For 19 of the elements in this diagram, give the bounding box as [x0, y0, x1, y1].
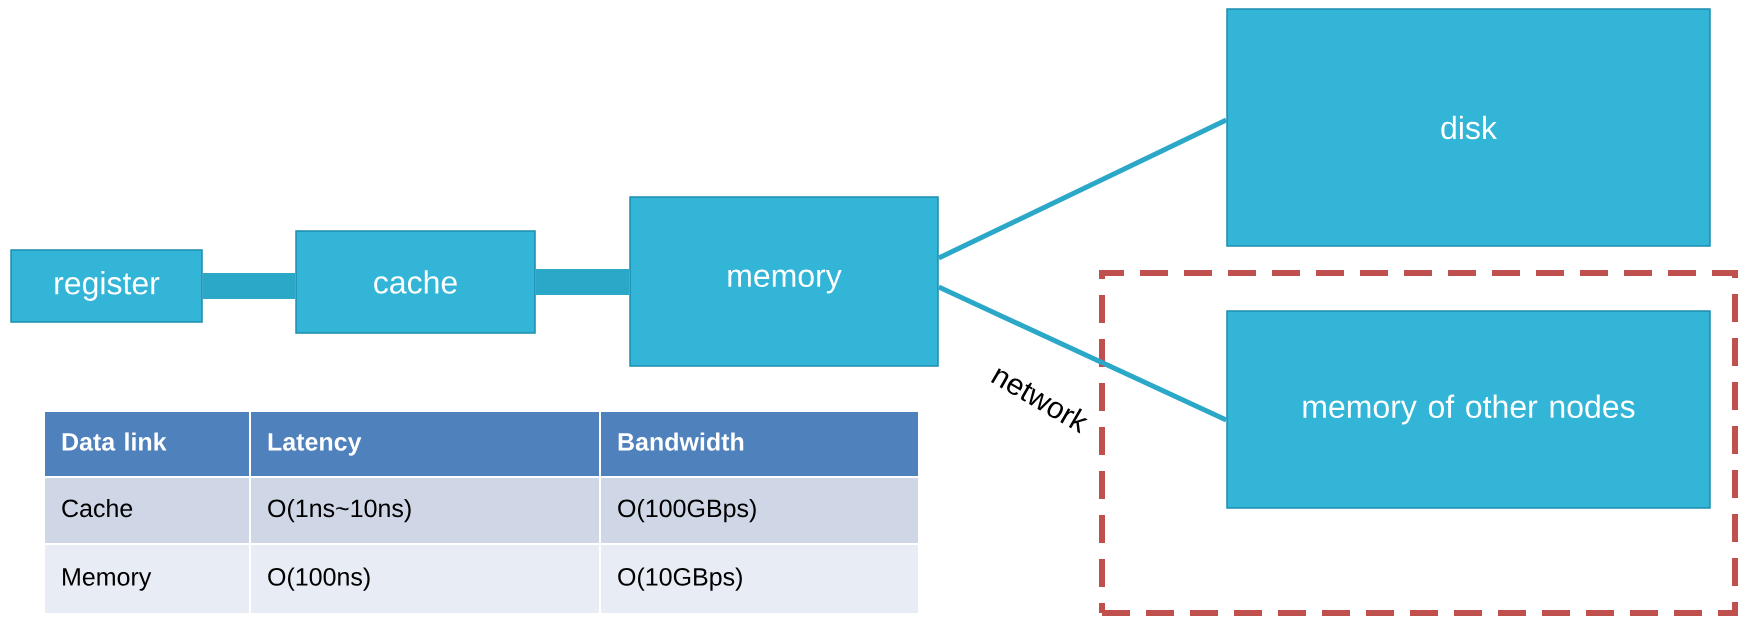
table-cell: O(10GBps) [599, 543, 920, 615]
table-cell: O(1ns~10ns) [249, 476, 601, 545]
table-cell: O(100GBps) [599, 476, 920, 545]
dashed-frame [1099, 270, 1738, 616]
storage-box: cache [295, 230, 536, 334]
connector [937, 284, 1228, 423]
table-header-cell: Data link [43, 410, 251, 478]
storage-box: disk [1226, 8, 1711, 247]
connector [535, 269, 630, 295]
connector [202, 273, 296, 299]
table-cell: Cache [43, 476, 251, 545]
connector [937, 117, 1228, 261]
storage-box: register [10, 249, 203, 323]
storage-box: memory [629, 196, 939, 367]
table-cell: Memory [43, 543, 251, 615]
table-cell: O(100ns) [249, 543, 601, 615]
storage-box: memory of other nodes [1226, 310, 1711, 509]
table-header-cell: Latency [249, 410, 601, 478]
table-header-cell: Bandwidth [599, 410, 920, 478]
